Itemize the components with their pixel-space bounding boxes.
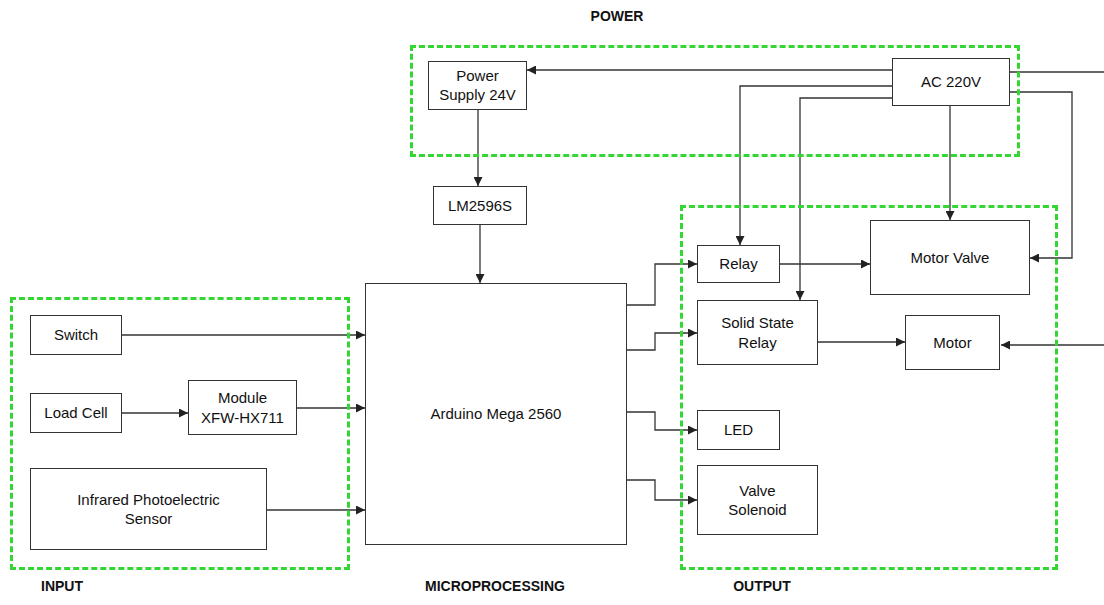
block-box: Power Supply 24V [428, 61, 527, 110]
block-box: LM2596S [433, 186, 527, 225]
power-wire [1001, 344, 1104, 345]
block-box: Module XFW-HX711 [188, 380, 297, 435]
block-label: Motor [933, 333, 971, 353]
power-wire [1010, 71, 1104, 72]
signal-connector [780, 263, 870, 264]
block-label: Infrared Photoelectric Sensor [64, 490, 234, 529]
signal-connector [477, 110, 478, 187]
signal-connector [122, 412, 188, 413]
signal-connector [949, 106, 950, 220]
group-heading: INPUT [41, 578, 83, 594]
group-region: POWERPower Supply 24VAC 220V [410, 45, 1020, 157]
signal-connector [122, 334, 365, 335]
signal-connector [627, 480, 697, 500]
block-label: Relay [719, 254, 757, 274]
block-label: Motor Valve [911, 248, 990, 268]
block-box: Motor Valve [870, 220, 1030, 295]
signal-connector [627, 333, 697, 350]
group-region: INPUTSwitchLoad CellModule XFW-HX711Infr… [10, 297, 350, 570]
signal-connector [627, 264, 697, 305]
block-label: LED [724, 420, 753, 440]
group-region: OUTPUTRelayMotor ValveSolid State RelayM… [680, 205, 1058, 570]
block-box: AC 220V [892, 58, 1010, 106]
block-box: Infrared Photoelectric Sensor [30, 468, 267, 550]
block-box: Relay [697, 245, 780, 283]
block-box: Solid State Relay [697, 300, 818, 365]
block-box: Load Cell [30, 393, 122, 433]
signal-connector [527, 69, 892, 70]
block-box: Switch [30, 315, 122, 355]
block-box: Valve Solenoid [697, 465, 818, 535]
signal-connector [818, 341, 905, 342]
signal-connector [627, 412, 697, 430]
block-label: Solid State Relay [713, 313, 803, 352]
block-box: Arduino Mega 2560 [365, 283, 627, 545]
signal-connector [479, 225, 480, 283]
block-label: AC 220V [921, 72, 981, 92]
signal-connector [297, 407, 365, 408]
block-label: Power Supply 24V [437, 66, 519, 105]
block-label: Module XFW-HX711 [200, 388, 285, 427]
block-label: LM2596S [448, 196, 512, 216]
block-label: Load Cell [44, 403, 107, 423]
group-heading: POWER [591, 8, 644, 24]
block-box: LED [697, 410, 780, 450]
block-label: Valve Solenoid [720, 481, 795, 520]
section-label: MICROPROCESSING [425, 578, 565, 594]
signal-connector [267, 509, 365, 510]
block-box: Motor [905, 315, 1000, 370]
block-label: Arduino Mega 2560 [431, 404, 562, 424]
block-label: Switch [54, 325, 98, 345]
group-heading: OUTPUT [733, 578, 791, 594]
